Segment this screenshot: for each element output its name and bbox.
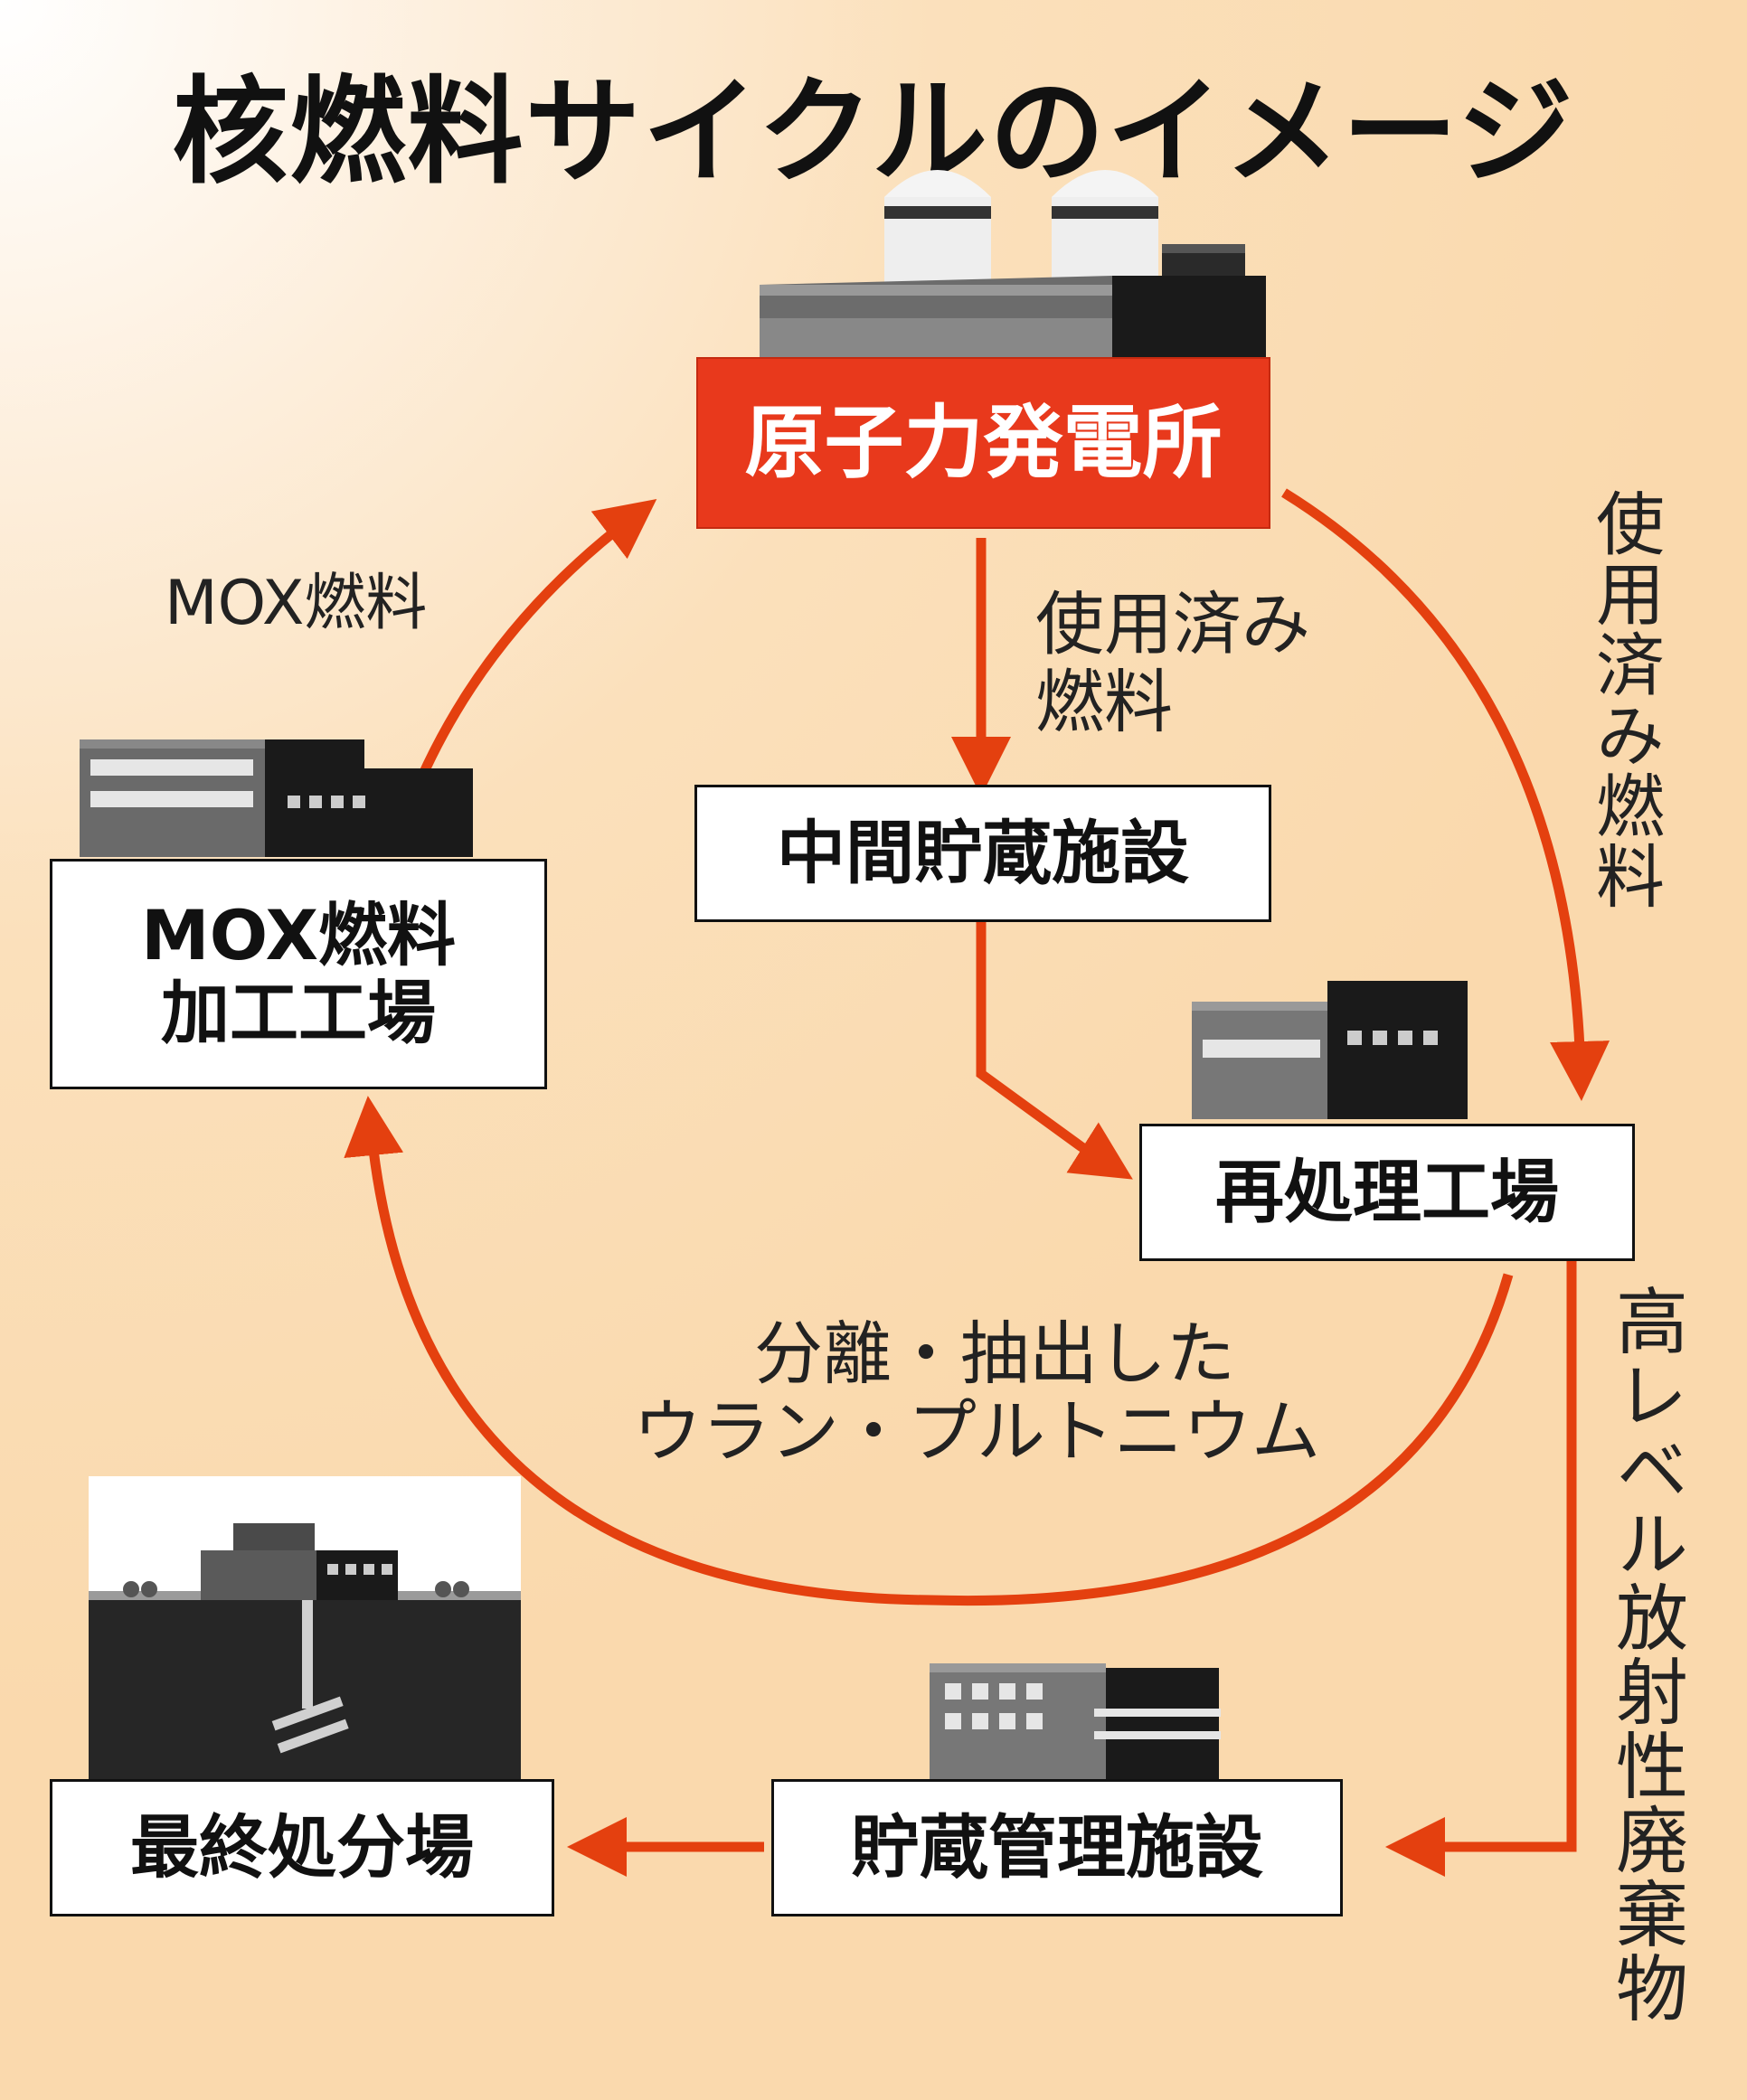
page-title: 核燃料サイクルのイメージ — [172, 65, 1575, 200]
high-level-waste-label: 高レベル放射性廃棄物 — [1604, 1284, 1688, 2025]
spent-fuel-right-label: 使用済み燃料 — [1584, 488, 1665, 911]
arrow-reprocessing-to-mox — [344, 1096, 1514, 1606]
spent-fuel-center-line2: 燃料 — [1035, 661, 1173, 742]
storage-management-box: 貯蔵管理施設 — [771, 1779, 1343, 1916]
arrow-reprocessing-to-storage — [1385, 1259, 1577, 1877]
mox-factory-label-line1: MOX燃料 — [140, 895, 457, 976]
mox-factory-label-line2: 加工工場 — [161, 972, 436, 1053]
spent-fuel-center-line1: 使用済み — [1035, 584, 1310, 664]
separated-uranium-plutonium-label: 分離・抽出した ウラン・プルトニウム — [610, 1315, 1343, 1471]
storage-management-label: 貯蔵管理施設 — [851, 1807, 1263, 1888]
separated-line1: 分離・抽出した — [754, 1314, 1235, 1394]
mox-factory-box: MOX燃料 加工工場 — [50, 859, 547, 1089]
power-plant-label: 原子力発電所 — [744, 395, 1223, 489]
spent-fuel-center-label: 使用済み 燃料 — [1035, 586, 1310, 741]
reprocessing-plant-box: 再処理工場 — [1139, 1124, 1635, 1261]
interim-storage-label: 中間貯蔵施設 — [777, 813, 1189, 894]
arrow-plant-to-reprocessing — [1281, 488, 1610, 1101]
separated-line2: ウラン・プルトニウム — [633, 1390, 1320, 1472]
final-disposal-box: 最終処分場 — [50, 1779, 554, 1916]
reprocessing-plant-label: 再処理工場 — [1215, 1152, 1559, 1233]
arrow-interim-to-reprocessing — [976, 922, 1133, 1180]
interim-storage-box: 中間貯蔵施設 — [694, 785, 1271, 922]
mox-fuel-label: MOX燃料 — [165, 568, 428, 639]
power-plant-box: 原子力発電所 — [696, 357, 1270, 529]
final-disposal-label: 最終処分場 — [130, 1807, 474, 1888]
